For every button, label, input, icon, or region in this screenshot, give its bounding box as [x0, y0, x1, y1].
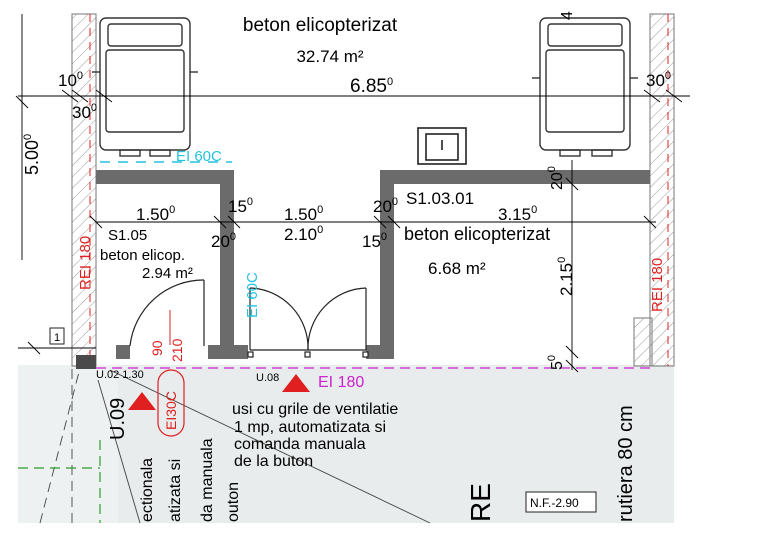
dim-315: 3.150 [498, 204, 537, 224]
right-column [633, 317, 653, 367]
corridor-lines [39, 367, 431, 524]
dim-150-b-superscript: 0 [317, 204, 323, 216]
dim-10-superscript: 0 [77, 70, 83, 82]
corridor-floor-light [18, 365, 118, 523]
nf-box [525, 491, 597, 513]
vnote-3: da manuala [199, 438, 216, 522]
room-walls [96, 170, 650, 359]
dim-500-superscript: 0 [22, 134, 34, 140]
label-u02: U.02 1.30 [96, 369, 144, 381]
dim-500: 5.000 [22, 134, 42, 175]
room-s10301-area: 6.68 m² [428, 259, 486, 278]
label-re: RE [465, 483, 496, 522]
parked-car-left [92, 17, 198, 157]
dim-20-c-superscript: 0 [546, 166, 558, 172]
dim-30-left: 300 [72, 102, 97, 122]
section-marker-center [282, 374, 310, 392]
vnote-1: ectionala [139, 458, 156, 522]
label-four: 4 [559, 11, 576, 20]
left-exterior-wall [71, 13, 97, 367]
double-door-swing [247, 287, 369, 358]
note-line-2: 1 mp, automatizata si [234, 419, 386, 436]
vnote-4: outon [225, 482, 242, 522]
dim-685-superscript: 0 [387, 76, 393, 88]
parked-car-right [532, 17, 638, 157]
dim-20-b: 200 [373, 196, 398, 216]
label-ei180: EI 180 [318, 374, 364, 391]
room-s105-code: S1.05 [108, 227, 147, 244]
room-s10301-code: S1.03.01 [406, 189, 474, 208]
dimension-lines [15, 14, 690, 373]
dim-685: 6.850 [350, 76, 393, 97]
dim-15-a-superscript: 0 [247, 196, 253, 208]
dim-150-a-superscript: 0 [169, 204, 175, 216]
left-column [76, 355, 96, 369]
rei180-right: REI 180 [649, 258, 666, 312]
label-u08: U.08 [256, 372, 279, 384]
dim-210: 2.100 [284, 224, 323, 244]
door-210: 210 [169, 338, 185, 362]
label-nf: N.F.-2.90 [530, 496, 579, 510]
label-box-1: 1 [54, 332, 60, 344]
dim-15-b: 150 [362, 231, 387, 251]
note-line-1: usi cu grile de ventilatie [232, 401, 398, 418]
dim-315-superscript: 0 [531, 204, 537, 216]
dim-10: 100 [58, 70, 83, 90]
dim-150-a: 1.500 [136, 204, 175, 224]
top-room-area: 32.74 m² [296, 47, 363, 66]
sink-fixture [417, 127, 467, 165]
ei60c-vertical: EI 60C [244, 272, 261, 318]
dim-5: 50 [546, 355, 566, 370]
dim-215-superscript: 0 [556, 257, 568, 263]
box-1 [49, 327, 65, 345]
dim-30-right-superscript: 0 [665, 70, 671, 82]
dim-150-b: 1.500 [284, 204, 323, 224]
dim-30-right: 300 [646, 70, 671, 90]
door-ei30c: EI30C [163, 391, 179, 430]
dim-20-c: 200 [546, 166, 566, 190]
note-line-3: comanda manuala [234, 436, 366, 453]
dim-30-left-superscript: 0 [91, 102, 97, 114]
door-90: 90 [149, 340, 165, 356]
note-line-4: de la buton [234, 453, 313, 470]
label-u09: U.09 [107, 398, 129, 440]
dim-5-superscript: 0 [546, 355, 558, 361]
dim-20-b-superscript: 0 [392, 196, 398, 208]
rei180-left: REI 180 [77, 236, 94, 290]
room-s10301-desc: beton elicopterizat [404, 224, 550, 244]
door-swing-s105 [129, 279, 205, 347]
dim-210-superscript: 0 [317, 224, 323, 236]
dim-20-a-superscript: 0 [230, 231, 236, 243]
dim-15-b-superscript: 0 [381, 231, 387, 243]
vnote-2: atizata si [167, 459, 184, 522]
dim-15-a: 150 [228, 196, 253, 216]
dim-20-a: 200 [211, 231, 236, 251]
room-s105-area: 2.94 m² [142, 265, 193, 282]
right-exterior-wall [649, 13, 675, 367]
top-room-name: beton elicopterizat [243, 15, 398, 36]
ei60c-top: EI 60C [176, 148, 222, 165]
dim-215: 2.150 [556, 257, 576, 296]
section-marker-left [128, 392, 156, 410]
door-tag-oval [157, 369, 185, 437]
label-rutiera: rutiera 80 cm [615, 405, 637, 522]
room-s105-desc: beton elicop. [100, 247, 185, 264]
